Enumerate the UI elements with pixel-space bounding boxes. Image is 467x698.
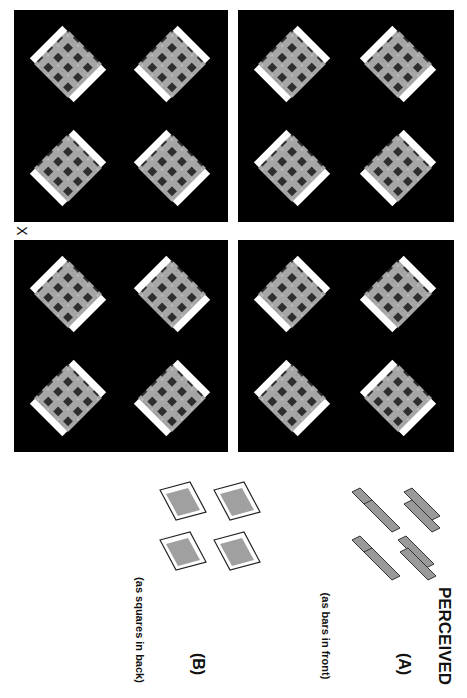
black-panel bbox=[238, 10, 454, 222]
squares-sketch bbox=[160, 482, 260, 570]
caption-note: (as squares in back) bbox=[134, 577, 146, 683]
bars-sketch bbox=[352, 488, 440, 580]
black-panel bbox=[238, 240, 454, 452]
mark-letter: X bbox=[14, 226, 30, 235]
part-letter: (B) bbox=[189, 653, 207, 675]
black-panel bbox=[14, 240, 228, 452]
heading: PERCEIVED bbox=[434, 587, 454, 685]
black-panel bbox=[14, 10, 228, 222]
part-letter: (A) bbox=[395, 653, 413, 675]
caption-note: (as bars in front) bbox=[320, 593, 332, 680]
